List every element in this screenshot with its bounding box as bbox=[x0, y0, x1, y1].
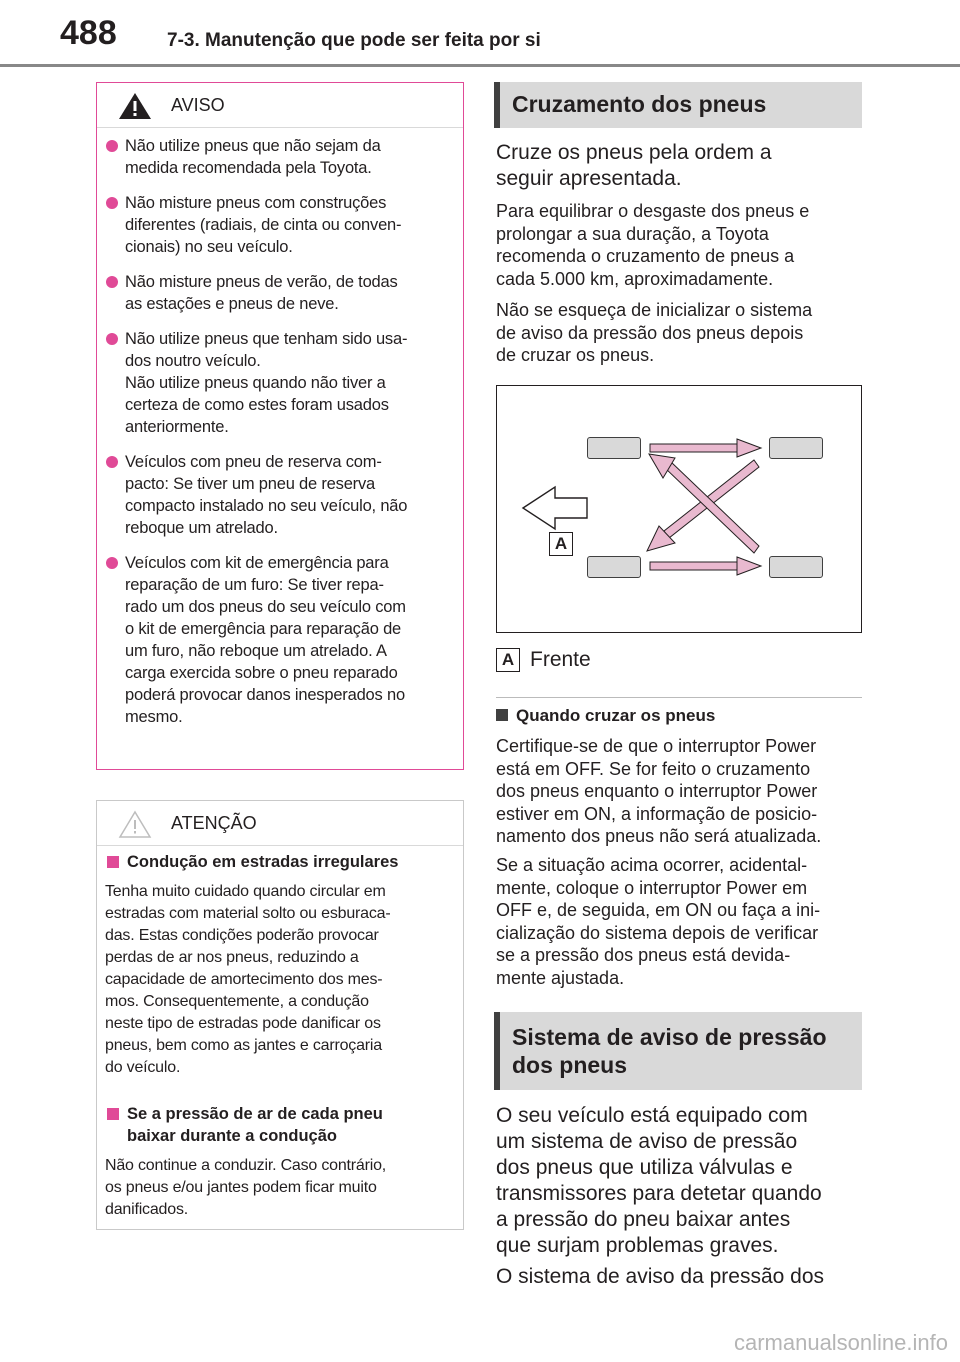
header-rule bbox=[0, 64, 960, 67]
sistema-lead: O seu veículo está equipado com um siste… bbox=[496, 1104, 825, 1288]
round-bullet-icon bbox=[106, 557, 118, 569]
section-title-bar-sistema: Sistema de aviso de pressão dos pneus bbox=[494, 1012, 862, 1090]
page-header: 488 7-3. Manutenção que pode ser feita p… bbox=[0, 0, 960, 68]
round-bullet-icon bbox=[106, 456, 118, 468]
aviso-item: Veículos com pneu de reserva com-pacto: … bbox=[105, 451, 455, 539]
round-bullet-icon bbox=[106, 333, 118, 345]
section-title: Cruzamento dos pneus bbox=[512, 91, 767, 117]
cruzamento-paragraph-1: Para equilibrar o desgaste dos pneus e p… bbox=[496, 201, 810, 289]
section-heading: Condução em estradas irregulares bbox=[105, 851, 455, 873]
atencao-header: ATENÇÃO bbox=[97, 801, 463, 846]
chapter-title: 7-3. Manutenção que pode ser feita por s… bbox=[167, 30, 541, 51]
rotation-arrow-top bbox=[649, 438, 763, 458]
section-text: Tenha muito cuidado quando circular em e… bbox=[105, 883, 391, 1076]
section-text: Não continue a conduzir. Caso contrário,… bbox=[105, 1157, 387, 1218]
rotation-arrow-diagonal-2 bbox=[648, 453, 760, 554]
rotation-arrow-diagonal-1 bbox=[646, 459, 760, 552]
aviso-title: AVISO bbox=[171, 95, 225, 115]
section-title: Sistema de aviso de pressão dos pneus bbox=[512, 1024, 827, 1078]
divider bbox=[496, 697, 862, 698]
square-bullet-icon bbox=[107, 856, 119, 868]
legend-label-a: A bbox=[496, 648, 520, 672]
diagram-label-a: A bbox=[549, 532, 573, 556]
tire-front-right bbox=[769, 437, 823, 459]
square-bullet-icon bbox=[496, 709, 508, 721]
round-bullet-icon bbox=[106, 197, 118, 209]
aviso-header: AVISO bbox=[97, 83, 463, 128]
aviso-item: Não utilize pneus que tenham sido usa-do… bbox=[105, 328, 455, 438]
round-bullet-icon bbox=[106, 140, 118, 152]
page-number: 488 bbox=[60, 14, 117, 52]
front-arrow-icon bbox=[521, 485, 588, 531]
rotation-arrow-bottom bbox=[649, 556, 763, 576]
tire-rear-right bbox=[769, 556, 823, 578]
quando-paragraph-1: Certifique-se de que o interruptor Power… bbox=[496, 736, 822, 846]
atencao-title: ATENÇÃO bbox=[171, 813, 257, 833]
atencao-box: ATENÇÃO Condução em estradas irregulares… bbox=[96, 800, 464, 1230]
quando-paragraph-2: Se a situação acima ocorrer, acidental- … bbox=[496, 855, 821, 988]
tire-rear-left bbox=[587, 556, 641, 578]
square-bullet-icon bbox=[107, 1108, 119, 1120]
tire-front-left bbox=[587, 437, 641, 459]
warning-outline-icon bbox=[118, 810, 152, 838]
tire-rotation-diagram: A bbox=[496, 385, 862, 633]
cruzamento-lead: Cruze os pneus pela ordem a seguir apres… bbox=[496, 141, 772, 190]
footer-watermark: carmanualsonline.info bbox=[733, 1330, 948, 1355]
subsection-heading: Quando cruzar os pneus bbox=[496, 706, 715, 726]
legend-text: Frente bbox=[530, 648, 591, 671]
warning-filled-icon bbox=[119, 93, 151, 119]
rotation-arrows bbox=[521, 438, 763, 576]
section-title-bar-cruzamento: Cruzamento dos pneus bbox=[494, 82, 862, 128]
atencao-section-estradas: Condução em estradas irregulares Tenha m… bbox=[105, 851, 455, 1079]
cruzamento-paragraph-2: Não se esqueça de inicializar o sistema … bbox=[496, 300, 813, 365]
round-bullet-icon bbox=[106, 276, 118, 288]
aviso-box: AVISO Não utilize pneus que não sejam da… bbox=[96, 82, 464, 770]
